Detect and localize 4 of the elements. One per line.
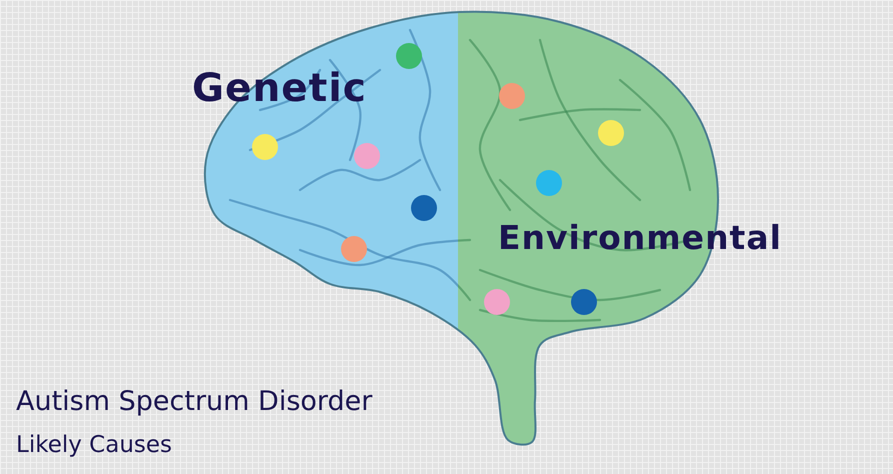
label-text: Genetic [192, 66, 367, 111]
title-text: Autism Spectrum Disorder [16, 386, 372, 417]
label-text: Environmental [498, 218, 782, 257]
subtitle-text: Likely Causes [16, 432, 172, 458]
